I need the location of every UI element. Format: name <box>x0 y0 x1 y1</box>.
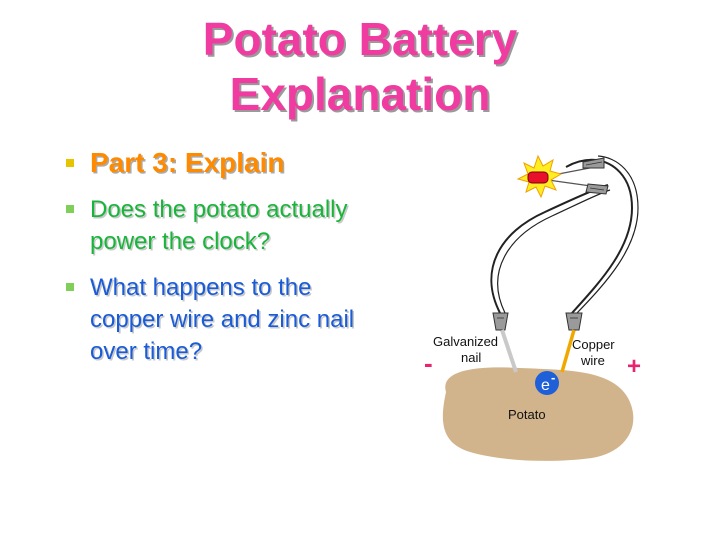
slide-title: Potato Battery Explanation <box>0 12 720 122</box>
bullet-question-power: Does the potato actually power the clock… <box>66 194 366 258</box>
clip-copper-icon <box>565 312 583 331</box>
bullet-part3: Part 3: Explain <box>66 146 366 180</box>
copper-label-line-2: wire <box>580 353 605 368</box>
clip-nail-icon <box>492 312 509 331</box>
galvanized-label-line-2: nail <box>461 350 481 365</box>
wire-right-outer <box>576 155 639 314</box>
copper-label-line-1: Copper <box>572 337 615 352</box>
bullet-text: Does the potato actually power the clock… <box>90 196 348 255</box>
bullet-question-time: What happens to the copper wire and zinc… <box>66 272 366 368</box>
wire-left-outer <box>497 189 611 314</box>
copper-wire <box>560 329 576 373</box>
minus-sign: - <box>424 348 433 378</box>
square-bullet-icon <box>66 205 74 213</box>
clip-bottom-icon <box>585 183 609 195</box>
led-icon <box>527 171 549 184</box>
galvanized-nail <box>500 329 518 373</box>
square-bullet-icon <box>66 159 74 167</box>
bullet-list: Part 3: Explain Does the potato actually… <box>66 146 366 368</box>
galvanized-label-line-1: Galvanized <box>433 334 498 349</box>
clip-top-icon <box>582 157 605 169</box>
slide-title-line-2: Explanation <box>229 68 491 120</box>
potato-shape <box>442 367 634 461</box>
electron-icon: e - <box>535 370 559 395</box>
potato-label: Potato <box>508 407 546 422</box>
slide-title-line-1: Potato Battery <box>202 13 518 65</box>
bullet-text: What happens to the copper wire and zinc… <box>90 274 355 365</box>
plus-sign: + <box>627 353 641 380</box>
electron-label: e <box>541 377 550 394</box>
bullet-text: Part 3: Explain <box>90 147 285 178</box>
electron-charge: - <box>551 370 555 385</box>
square-bullet-icon <box>66 283 74 291</box>
wire-right <box>565 158 634 314</box>
